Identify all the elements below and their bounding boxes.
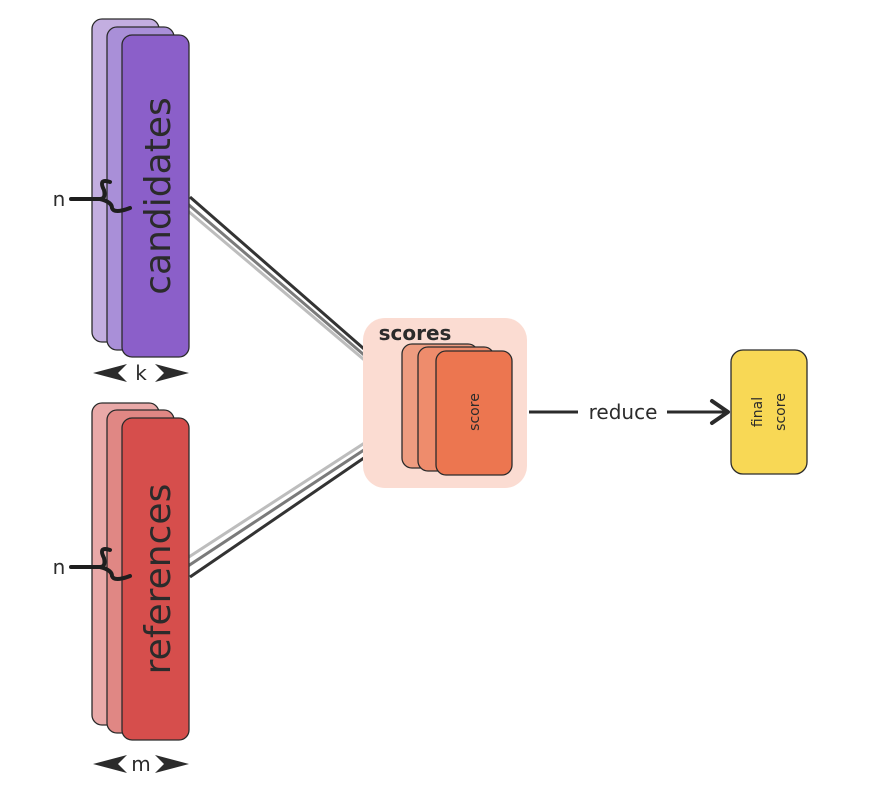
candidates-n-brace: n — [53, 179, 132, 213]
candidates-stack: candidates — [91, 18, 190, 358]
brace-icon — [69, 547, 132, 581]
reduce-label: reduce — [589, 400, 658, 424]
arrow-left-icon — [93, 364, 127, 382]
final-score-card — [730, 349, 808, 475]
arrow-right-icon — [710, 399, 730, 425]
score-card-front — [435, 350, 513, 476]
arrow-left-icon — [93, 755, 127, 773]
arrow-right-icon — [155, 755, 189, 773]
reduce-arrow: reduce — [529, 399, 730, 425]
candidates-k-label: k — [135, 361, 147, 385]
brace-icon — [69, 179, 132, 213]
score-card-label: score — [467, 393, 483, 431]
final-label-line2: score — [773, 393, 789, 431]
references-label: references — [138, 484, 179, 675]
candidates-k-width: k — [93, 361, 189, 385]
references-m-width: m — [93, 752, 189, 776]
scores-group: scores score — [363, 318, 527, 488]
references-m-label: m — [131, 752, 150, 776]
candidates-label: candidates — [138, 97, 179, 294]
final-label-line1: final — [750, 397, 766, 427]
references-n-label: n — [53, 555, 66, 579]
candidates-n-label: n — [53, 187, 66, 211]
candidates-card-front — [121, 34, 190, 358]
references-n-brace: n — [53, 547, 132, 581]
scores-title: scores — [379, 321, 452, 345]
references-stack: references — [91, 402, 190, 741]
final-score-box: final score — [730, 349, 808, 475]
arrow-right-icon — [155, 364, 189, 382]
